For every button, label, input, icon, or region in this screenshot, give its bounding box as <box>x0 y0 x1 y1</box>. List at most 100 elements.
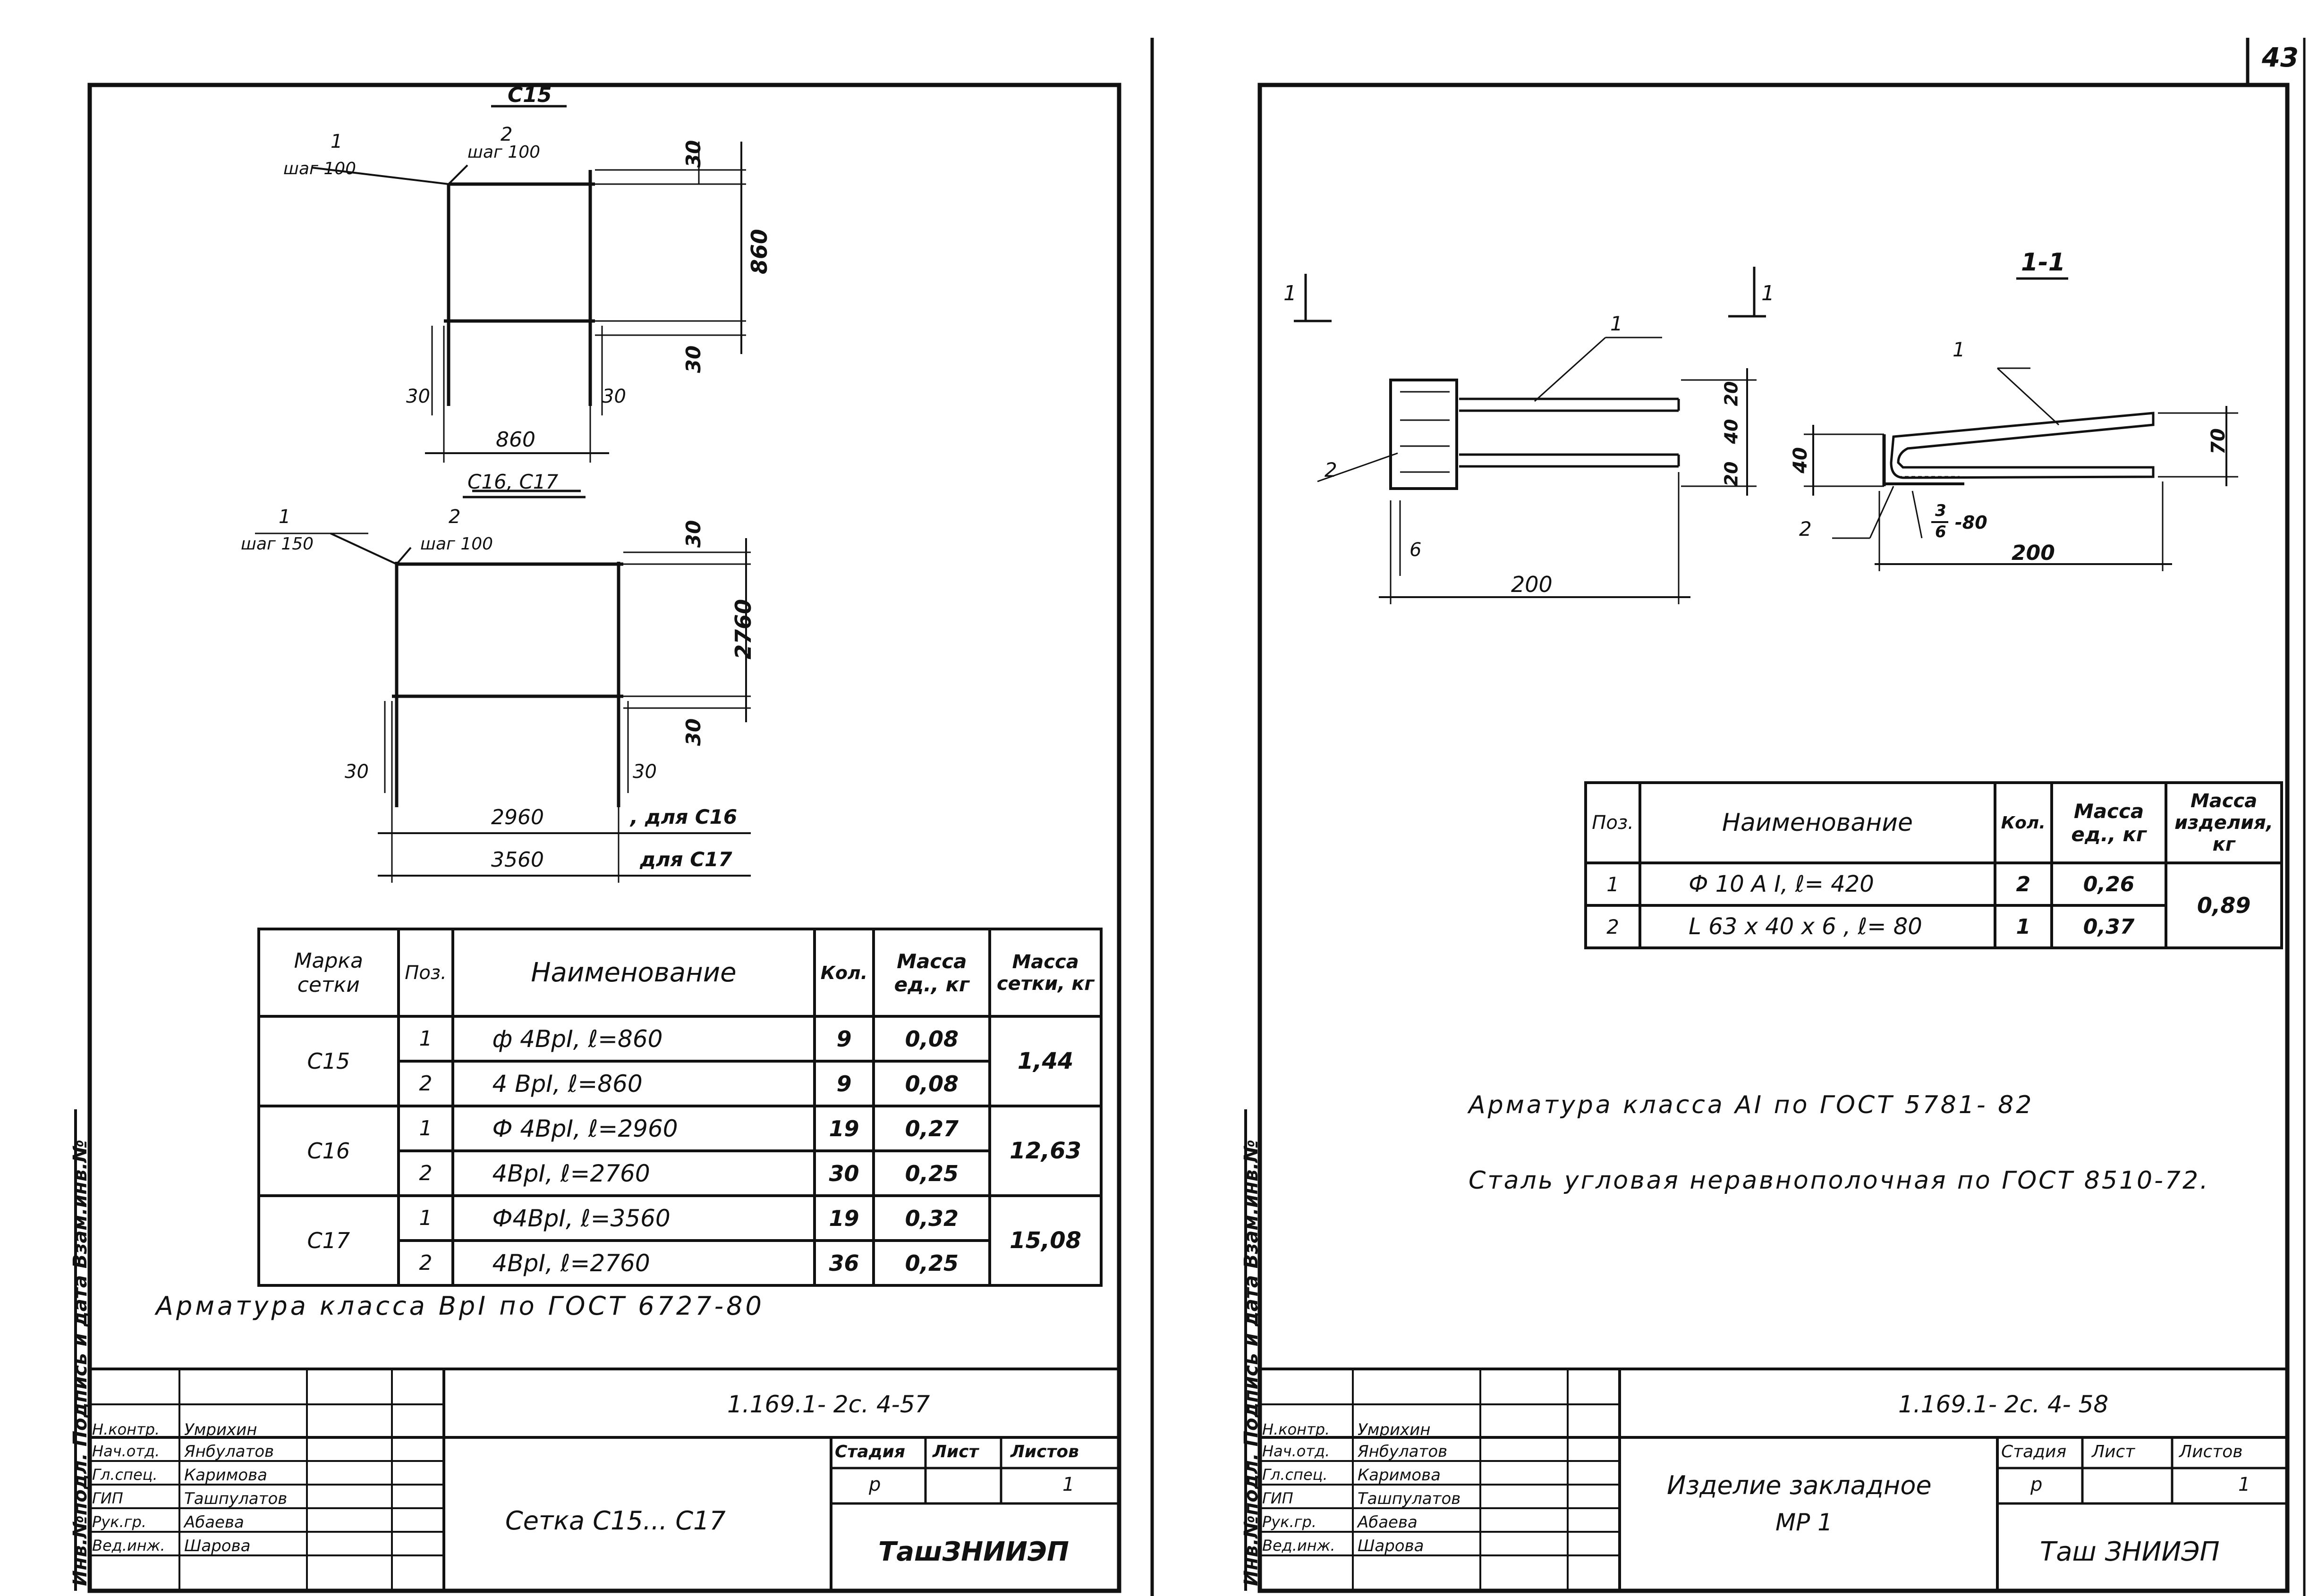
c15-dim-top: 30 <box>682 140 705 168</box>
name: L 63 x 40 x 6 , ℓ= 80 <box>1639 904 1996 949</box>
right-person-role: Гл.спец. <box>1262 1466 1328 1484</box>
c15-dim-bottom: 30 <box>682 345 705 373</box>
name: Ф 10 А I, ℓ= 420 <box>1639 861 1996 907</box>
right-person-role: ГИП <box>1262 1489 1293 1507</box>
left-stage-label: Стадия <box>835 1442 905 1461</box>
plan-dim-6: 6 <box>1409 539 1422 561</box>
left-person-role: Нач.отд. <box>92 1442 160 1460</box>
left-sheet-label: Лист <box>933 1442 979 1461</box>
mass: 0,25 <box>872 1239 992 1287</box>
pos: 1 <box>397 1105 455 1152</box>
right-title-name-2: МР 1 <box>1775 1509 1833 1536</box>
right-stage: р <box>2030 1474 2043 1495</box>
plan-dim-20a: 20 <box>1721 381 1742 406</box>
left-sheets: 1 <box>1062 1474 1075 1495</box>
name: 4 ВрI, ℓ=860 <box>451 1060 816 1107</box>
left-spec-table: Марка сетки Поз. Наименование Кол. Масса… <box>257 928 1103 1287</box>
c16-dim-top: 30 <box>682 520 705 548</box>
qty: 30 <box>813 1149 875 1197</box>
right-person-name: Абаева <box>1358 1513 1418 1532</box>
pos: 2 <box>397 1239 455 1287</box>
section-callout-1: 1 <box>1953 338 1965 361</box>
left-title-name: Сетка С15... С17 <box>505 1506 726 1536</box>
mass: 0,25 <box>872 1149 992 1197</box>
th-mass: Масса ед., кг <box>2050 781 2168 864</box>
mass: 0,08 <box>872 1015 992 1063</box>
weld-num: 3 <box>1935 501 1946 520</box>
c16-dim-bottom: 30 <box>682 718 705 746</box>
right-person-name: Шарова <box>1358 1537 1424 1555</box>
left-person-role: Вед.инж. <box>92 1537 165 1554</box>
right-person-role: Н.контр. <box>1262 1420 1330 1438</box>
plan-dim-40: 40 <box>1721 419 1742 444</box>
right-person-name: Каримова <box>1358 1466 1441 1485</box>
qty: 2 <box>1993 861 2053 907</box>
left-person-name: Абаева <box>184 1513 244 1532</box>
left-person-name: Умрихин <box>184 1420 257 1439</box>
name: ф 4ВрI, ℓ=860 <box>451 1015 816 1063</box>
th-pos: Поз. <box>397 928 455 1018</box>
c16-dim-right-ext: 30 <box>633 761 657 783</box>
right-person-role: Нач.отд. <box>1262 1442 1330 1460</box>
qty: 1 <box>1993 904 2053 949</box>
pos: 1 <box>397 1194 455 1242</box>
right-note-1: Арматура класса АI по ГОСТ 5781- 82 <box>1469 1091 2034 1119</box>
c15-callout-1: 1 <box>331 131 343 152</box>
th-qty: Кол. <box>1993 781 2053 864</box>
weld-den: 6 <box>1935 523 1946 541</box>
left-note: Арматура класса ВрI по ГОСТ 6727-80 <box>156 1291 764 1321</box>
right-title-name-1: Изделие закладное <box>1667 1470 1932 1500</box>
section-callout-2: 2 <box>1799 517 1812 540</box>
right-side-strip: Инв.№подл. Подпись и дата Взам.инв.№ <box>1240 1140 1262 1586</box>
right-person-name: Янбулатов <box>1358 1442 1448 1461</box>
pos: 1 <box>397 1015 455 1063</box>
c16-callout-1: 1 <box>279 506 291 528</box>
c16-dim-width-1-note: , для С16 <box>630 805 738 828</box>
th-qty: Кол. <box>813 928 875 1018</box>
c15-callout-2: 2 <box>501 124 513 145</box>
left-person-role: Рук.гр. <box>92 1513 147 1531</box>
left-person-name: Каримова <box>184 1466 267 1485</box>
page-number: 43 <box>2262 42 2299 73</box>
left-stage: р <box>869 1474 881 1495</box>
qty: 36 <box>813 1239 875 1287</box>
th-mass-total: Масса изделия, кг <box>2165 781 2283 864</box>
mass: 0,32 <box>872 1194 992 1242</box>
th-pos: Поз. <box>1584 781 1642 864</box>
mass: 0,37 <box>2050 904 2168 949</box>
mass: 0,26 <box>2050 861 2168 907</box>
right-sheets: 1 <box>2238 1474 2250 1495</box>
plan-dim-200: 200 <box>1511 572 1553 597</box>
c16-dim-height: 2760 <box>730 599 756 660</box>
right-stage-label: Стадия <box>2001 1442 2067 1461</box>
mark-c15: С15 <box>257 1015 400 1107</box>
th-mass: Масса ед., кг <box>872 928 992 1018</box>
right-sheet-label: Лист <box>2092 1442 2135 1461</box>
total-c16: 12,63 <box>988 1105 1103 1197</box>
weld-len: -80 <box>1955 512 1987 533</box>
c15-dim-right-ext: 30 <box>602 386 626 407</box>
section-mark-right: 1 <box>1761 281 1775 305</box>
qty: 9 <box>813 1015 875 1063</box>
c16-title: С16, С17 <box>467 470 559 493</box>
left-person-name: Ташпулатов <box>184 1489 288 1508</box>
name: 4ВрI, ℓ=2760 <box>451 1149 816 1197</box>
qty: 9 <box>813 1060 875 1107</box>
section-dim-70: 70 <box>2207 428 2229 455</box>
name: Ф 4ВрI, ℓ=2960 <box>451 1105 816 1152</box>
c15-dim-height: 860 <box>747 228 773 275</box>
c16-callout-2: 2 <box>449 506 461 528</box>
mass: 0,08 <box>872 1060 992 1107</box>
c16-dim-width-1: 2960 <box>491 805 544 829</box>
right-person-role: Вед.инж. <box>1262 1537 1335 1554</box>
pos: 2 <box>397 1060 455 1107</box>
total: 0,89 <box>2165 861 2283 949</box>
right-doc-code: 1.169.1- 2с. 4- 58 <box>1898 1391 2109 1418</box>
plan-callout-2: 2 <box>1325 458 1337 481</box>
right-spec-table: Поз. Наименование Кол. Масса ед., кг Мас… <box>1584 781 2283 949</box>
right-sheets-label: Листов <box>2179 1442 2243 1461</box>
name: 4ВрI, ℓ=2760 <box>451 1239 816 1287</box>
pos: 2 <box>397 1149 455 1197</box>
plan-dim-20b: 20 <box>1721 461 1742 487</box>
